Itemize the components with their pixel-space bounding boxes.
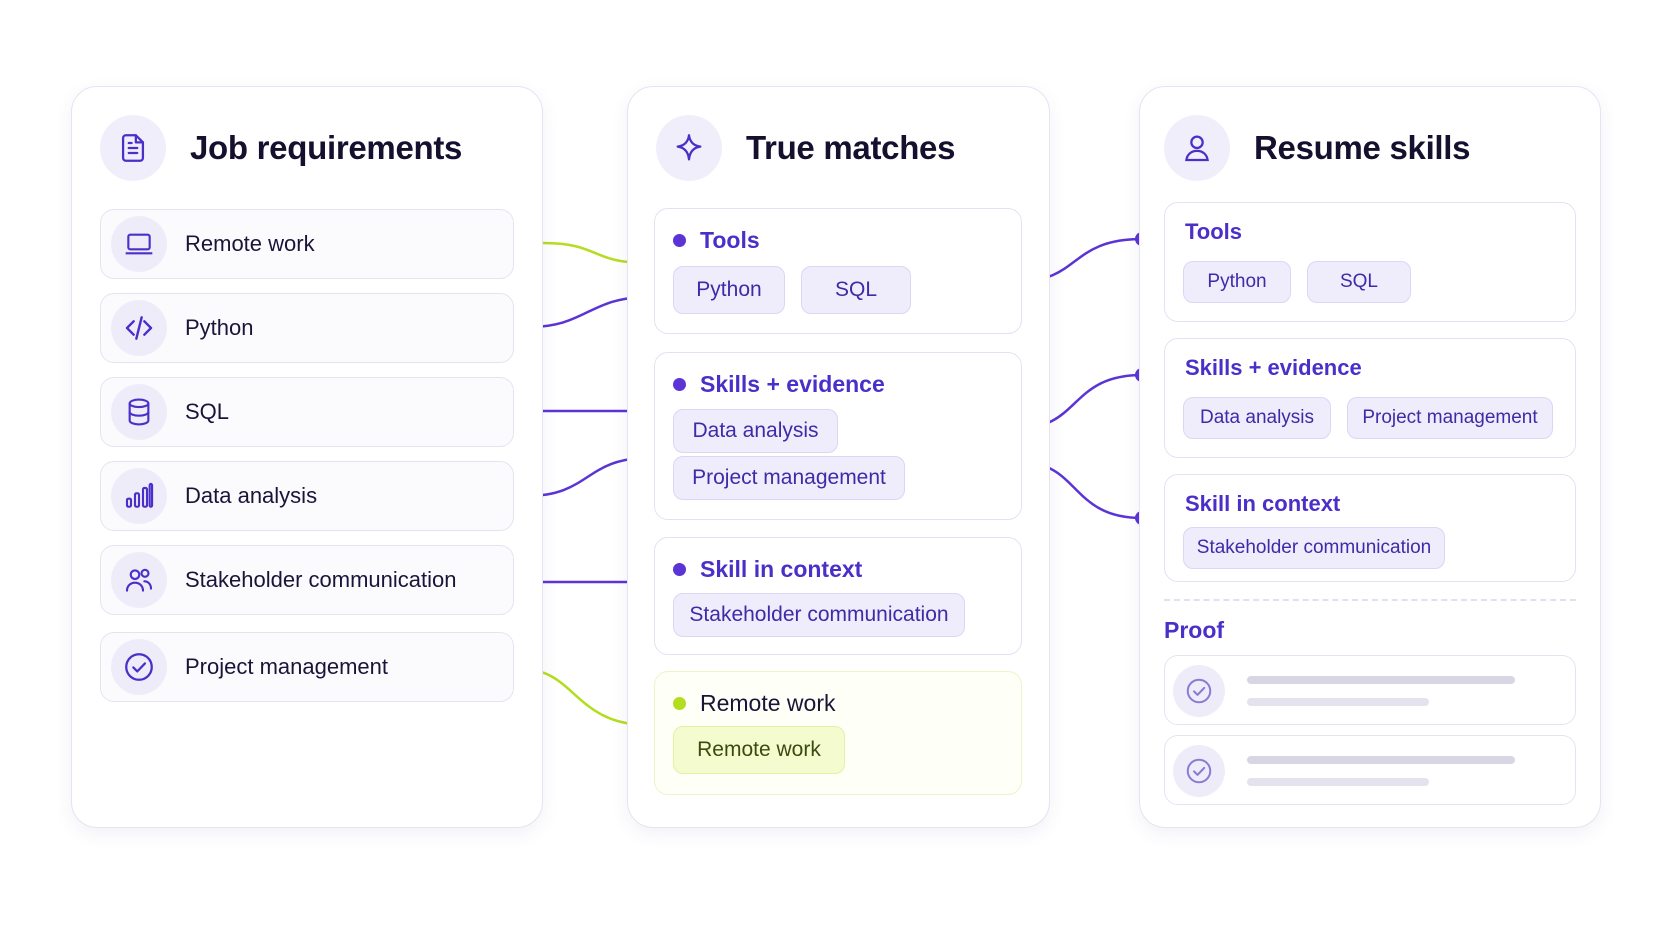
- resume-skills-title: Resume skills: [1254, 129, 1471, 166]
- proof-title: Proof: [1164, 617, 1225, 643]
- true-matches-title: True matches: [746, 129, 956, 166]
- job-requirements-panel: Job requirements Remote work Python SQL …: [71, 86, 543, 828]
- skill-chip[interactable]: Stakeholder communication: [673, 593, 965, 637]
- check-circle-icon: [1173, 665, 1225, 717]
- match-group-skill-in-context: Skill in context Stakeholder communicati…: [654, 537, 1022, 655]
- requirement-label: Stakeholder communication: [185, 567, 457, 592]
- code-icon: [111, 300, 167, 356]
- group-title: Skill in context: [700, 556, 863, 582]
- group-bullet: [673, 697, 686, 710]
- requirement-label: Data analysis: [185, 483, 318, 508]
- requirement-sql[interactable]: SQL: [100, 377, 514, 447]
- placeholder-line: [1247, 698, 1429, 706]
- resume-group-skills-evidence: Skills + evidence Data analysis Project …: [1164, 338, 1576, 458]
- users-icon: [111, 552, 167, 608]
- requirement-project-management[interactable]: Project management: [100, 632, 514, 702]
- requirement-python[interactable]: Python: [100, 293, 514, 363]
- skill-chip[interactable]: SQL: [1307, 261, 1411, 303]
- laptop-icon: [111, 216, 167, 272]
- placeholder-line: [1247, 756, 1515, 764]
- match-group-tools: Tools Python SQL: [654, 208, 1022, 334]
- resume-group-skill-in-context: Skill in context Stakeholder communicati…: [1164, 474, 1576, 582]
- job-requirements-title: Job requirements: [190, 129, 463, 166]
- resume-group-tools: Tools Python SQL: [1164, 202, 1576, 322]
- group-title: Remote work: [700, 690, 836, 716]
- check-circle-icon: [1173, 745, 1225, 797]
- resume-skills-panel: Resume skills Tools Python SQL Skills + …: [1139, 86, 1601, 828]
- resume-skills-header: Resume skills: [1164, 115, 1471, 181]
- skill-chip[interactable]: SQL: [801, 266, 911, 314]
- skill-chip[interactable]: Python: [1183, 261, 1291, 303]
- database-icon: [111, 384, 167, 440]
- requirement-remote-work[interactable]: Remote work: [100, 209, 514, 279]
- match-group-remote-work: Remote work Remote work: [654, 671, 1022, 795]
- group-bullet: [673, 234, 686, 247]
- sparkle-icon: [656, 115, 722, 181]
- group-title: Skill in context: [1185, 491, 1341, 516]
- skill-chip[interactable]: Data analysis: [673, 409, 838, 453]
- requirement-label: SQL: [185, 399, 230, 424]
- bar-chart-icon: [111, 468, 167, 524]
- placeholder-line: [1247, 778, 1429, 786]
- proof-item[interactable]: [1164, 735, 1576, 805]
- requirement-label: Project management: [185, 654, 388, 679]
- group-title: Skills + evidence: [1185, 355, 1362, 380]
- skill-chip[interactable]: Python: [673, 266, 785, 314]
- skill-chip[interactable]: Project management: [1347, 397, 1553, 439]
- true-matches-panel: True matches Tools Python SQL Skills + e…: [627, 86, 1050, 828]
- requirement-stakeholder-communication[interactable]: Stakeholder communication: [100, 545, 514, 615]
- document-icon: [100, 115, 166, 181]
- proof-item[interactable]: [1164, 655, 1576, 725]
- skill-chip[interactable]: Remote work: [673, 726, 845, 774]
- group-title: Skills + evidence: [700, 371, 885, 397]
- requirement-label: Remote work: [185, 231, 315, 256]
- section-divider: [1164, 599, 1576, 601]
- skill-chip[interactable]: Stakeholder communication: [1183, 527, 1445, 569]
- requirement-data-analysis[interactable]: Data analysis: [100, 461, 514, 531]
- job-requirements-header: Job requirements: [100, 115, 462, 181]
- true-matches-header: True matches: [656, 115, 955, 181]
- match-group-skills-evidence: Skills + evidence Data analysis Project …: [654, 352, 1022, 520]
- requirement-label: Python: [185, 315, 254, 340]
- skill-chip[interactable]: Project management: [673, 456, 905, 500]
- group-bullet: [673, 563, 686, 576]
- group-title: Tools: [700, 227, 760, 253]
- placeholder-line: [1247, 676, 1515, 684]
- check-circle-icon: [111, 639, 167, 695]
- group-bullet: [673, 378, 686, 391]
- group-title: Tools: [1185, 219, 1243, 244]
- skill-chip[interactable]: Data analysis: [1183, 397, 1331, 439]
- user-icon: [1164, 115, 1230, 181]
